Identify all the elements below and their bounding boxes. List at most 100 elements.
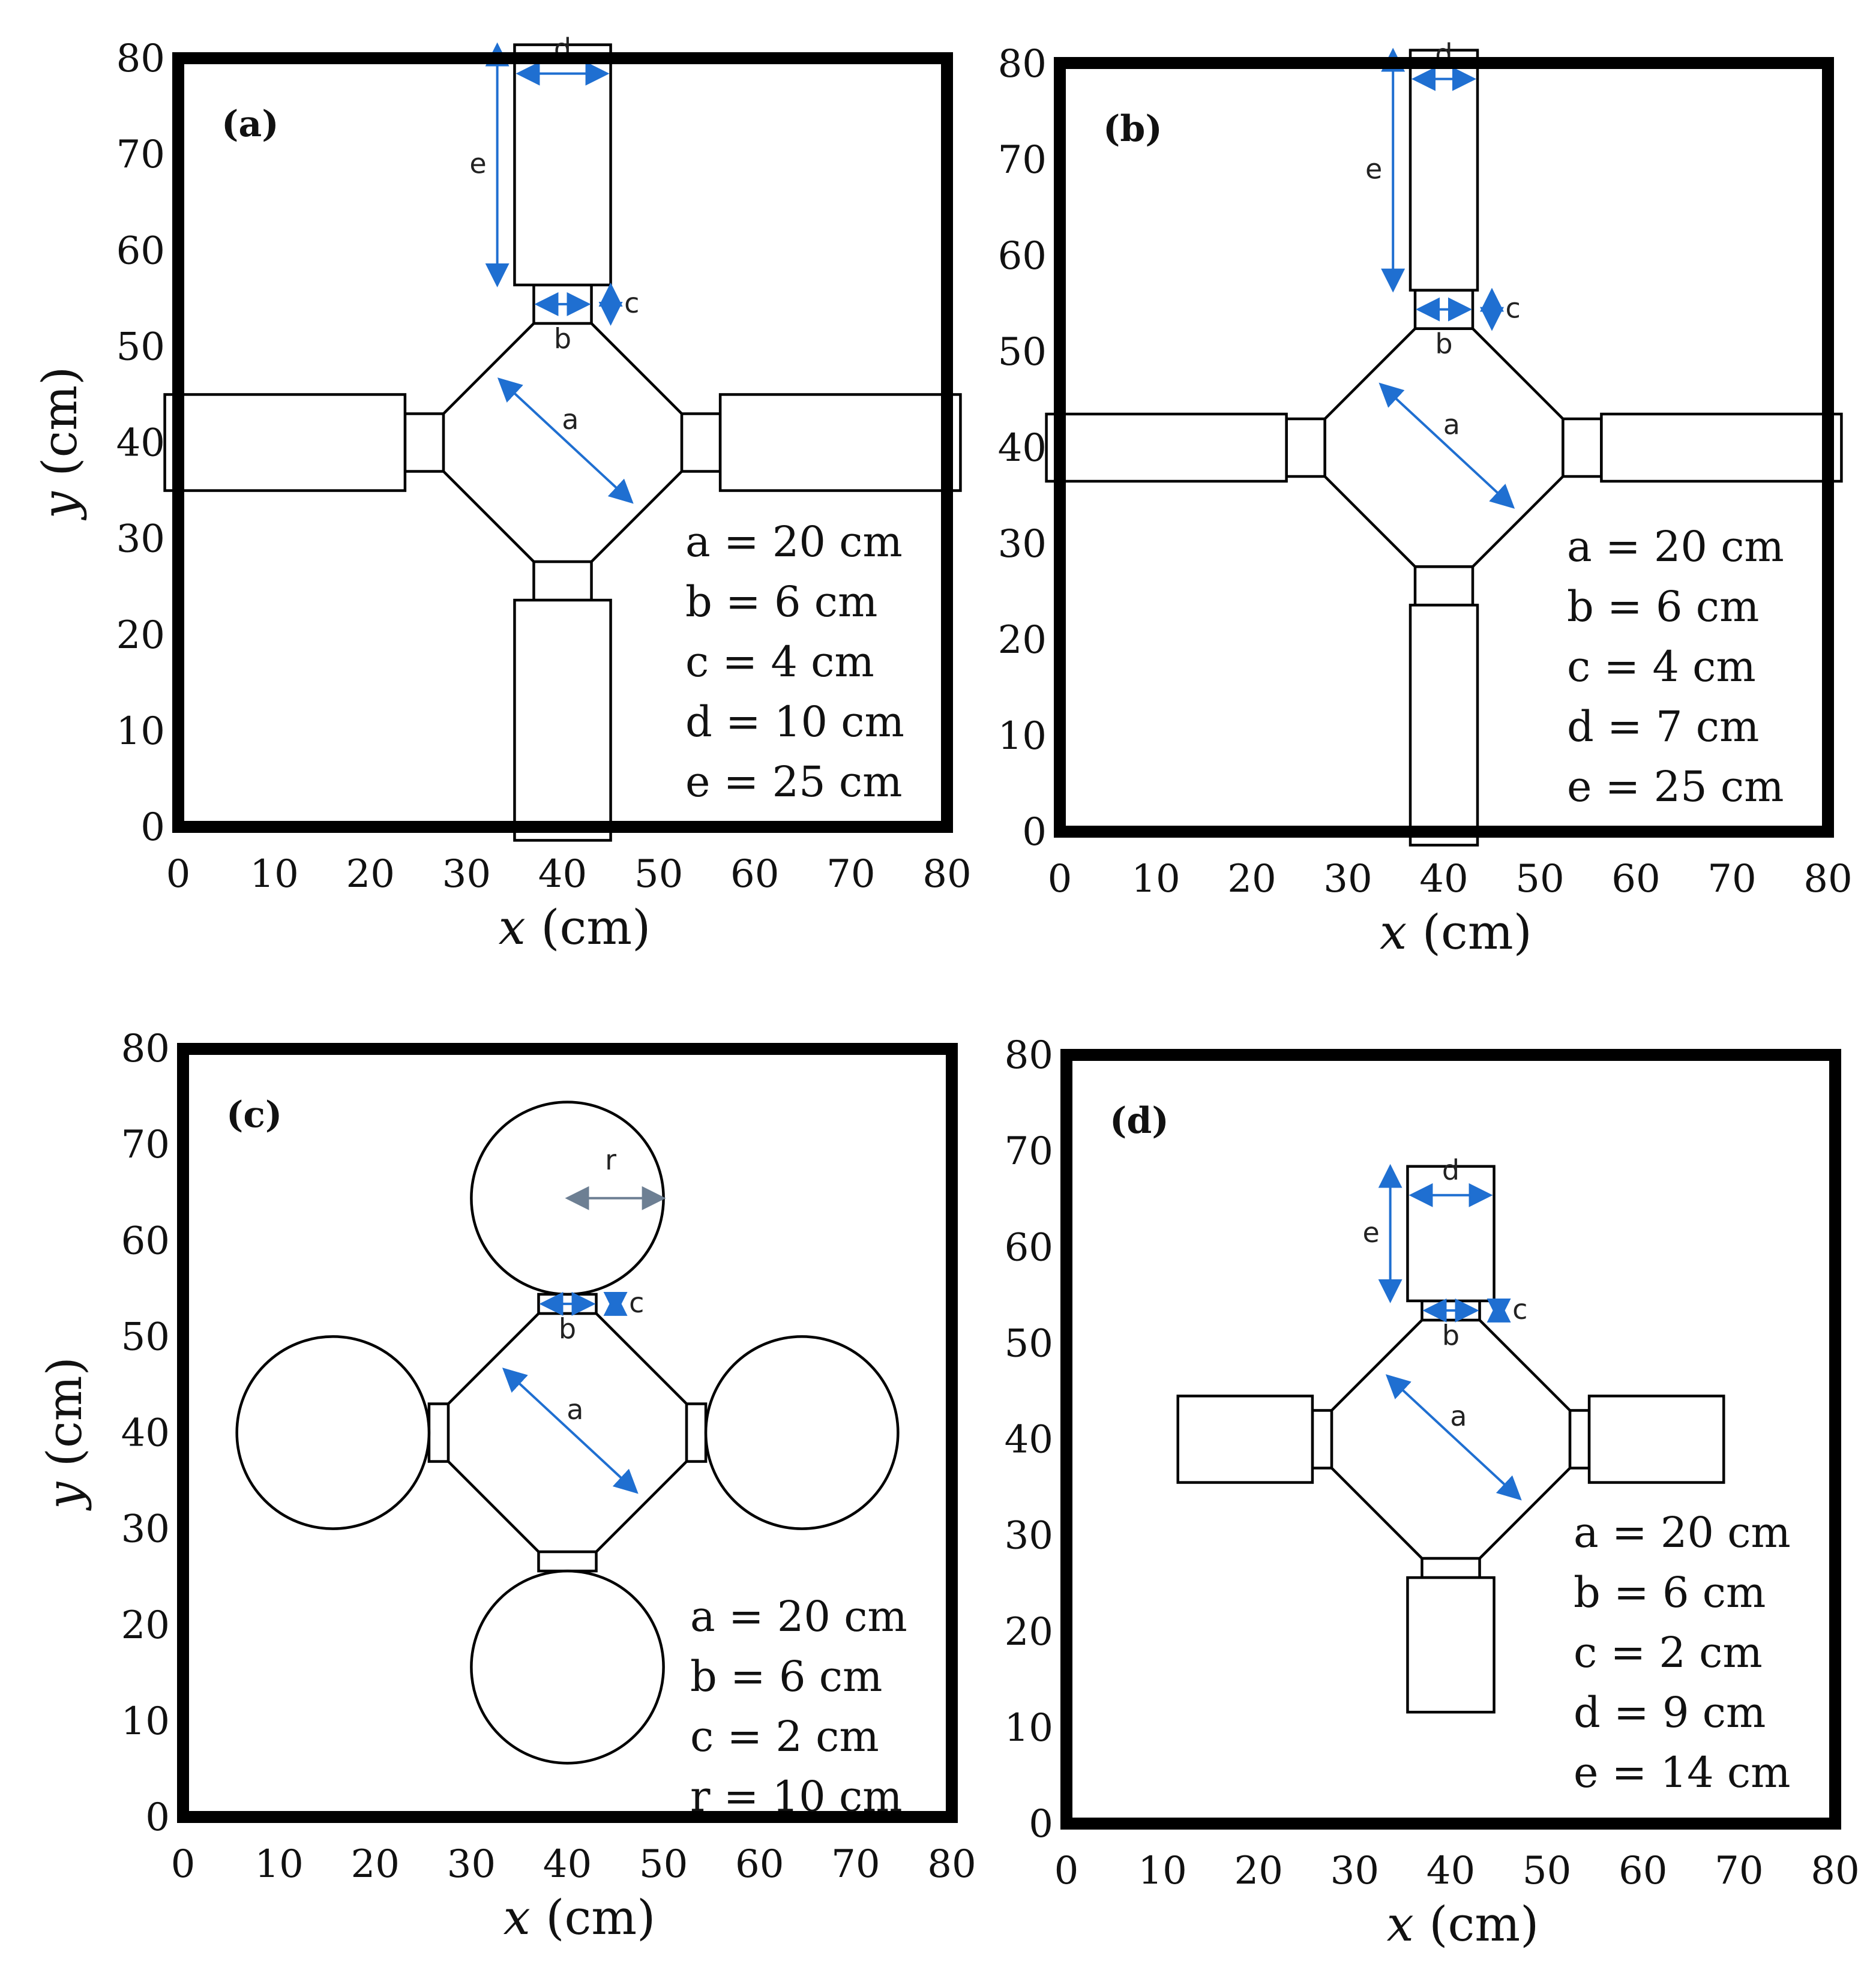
x-tick-label: 10 xyxy=(1138,1849,1186,1893)
parameter-line: r = 10 cm xyxy=(690,1772,903,1821)
y-tick-label: 40 xyxy=(998,426,1047,470)
y-tick-label: 40 xyxy=(1005,1418,1053,1462)
connector-bottom xyxy=(532,560,593,602)
y-tick-label: 80 xyxy=(116,37,165,81)
central-chamber xyxy=(1330,1318,1572,1560)
x-tick-label: 50 xyxy=(634,852,683,896)
y-tick-label: 70 xyxy=(121,1123,170,1167)
y-tick-label: 10 xyxy=(998,714,1047,758)
parameter-line: b = 6 cm xyxy=(1567,582,1759,631)
arm-bottom xyxy=(1409,604,1479,847)
parameter-line: a = 20 cm xyxy=(690,1592,907,1641)
dimension-label-c: c xyxy=(624,287,639,319)
y-tick-label: 60 xyxy=(998,234,1047,278)
x-tick-label: 30 xyxy=(447,1842,496,1887)
connector-right xyxy=(685,1402,708,1463)
x-axis-variable: x xyxy=(1380,904,1407,960)
connector-left xyxy=(1311,1409,1333,1470)
x-tick-label: 70 xyxy=(826,852,875,896)
x-tick-label: 60 xyxy=(730,852,779,896)
dimension-label-e: e xyxy=(1362,1216,1379,1249)
x-tick-label: 0 xyxy=(171,1842,196,1887)
arm-top xyxy=(1406,1165,1496,1303)
parameter-line: c = 2 cm xyxy=(690,1712,879,1761)
y-tick-label: 10 xyxy=(121,1699,170,1744)
x-axis-unit: (cm) xyxy=(1414,1896,1539,1952)
x-tick-label: 60 xyxy=(735,1842,784,1887)
y-tick-label: 30 xyxy=(121,1507,170,1552)
dimension-label-b: b xyxy=(559,1313,576,1345)
parameter-line: c = 4 cm xyxy=(685,637,874,686)
y-tick-label: 40 xyxy=(121,1411,170,1456)
y-axis-label: y (cm) xyxy=(37,1357,92,1511)
x-tick-label: 10 xyxy=(250,852,298,896)
connector-bottom xyxy=(537,1550,598,1573)
x-axis-unit: (cm) xyxy=(531,1890,656,1945)
parameter-line: b = 6 cm xyxy=(690,1652,882,1701)
y-tick-label: 60 xyxy=(1005,1225,1053,1270)
x-tick-label: 40 xyxy=(1427,1849,1475,1893)
y-tick-label: 10 xyxy=(116,709,165,754)
dimension-label-b: b xyxy=(554,323,571,355)
x-tick-label: 0 xyxy=(1048,857,1072,901)
dimension-label-b: b xyxy=(1435,328,1452,360)
x-tick-label: 40 xyxy=(538,852,587,896)
y-tick-label: 50 xyxy=(998,330,1047,374)
panel-frame xyxy=(1060,1049,1841,1830)
y-tick-label: 20 xyxy=(998,618,1047,662)
connector-right xyxy=(1562,417,1603,478)
y-tick-label: 80 xyxy=(121,1027,170,1071)
dimension-arrow xyxy=(1378,382,1515,509)
panel-label: (b) xyxy=(1103,108,1162,150)
y-tick-label: 60 xyxy=(121,1219,170,1263)
y-tick-label: 0 xyxy=(1029,1802,1053,1846)
y-tick-label: 20 xyxy=(121,1603,170,1648)
x-tick-label: 20 xyxy=(346,852,395,896)
x-tick-label: 50 xyxy=(639,1842,688,1887)
dimension-label-a: a xyxy=(1443,409,1460,441)
x-tick-label: 60 xyxy=(1611,857,1660,901)
connector-bottom xyxy=(1421,1557,1481,1579)
x-tick-label: 50 xyxy=(1523,1849,1571,1893)
y-tick-label: 0 xyxy=(145,1795,170,1840)
parameter-line: a = 20 cm xyxy=(1574,1508,1791,1557)
y-tick-label: 50 xyxy=(1005,1321,1053,1366)
connector-left xyxy=(1285,417,1326,478)
arm-top xyxy=(513,43,612,287)
x-tick-label: 30 xyxy=(1323,857,1372,901)
y-tick-label: 10 xyxy=(1005,1706,1053,1750)
parameter-line: b = 6 cm xyxy=(685,577,877,626)
x-axis-label: x (cm) xyxy=(1380,904,1532,960)
x-axis-label: x (cm) xyxy=(1387,1896,1539,1952)
x-tick-label: 60 xyxy=(1619,1849,1667,1893)
parameter-line: b = 6 cm xyxy=(1574,1568,1766,1617)
x-tick-label: 50 xyxy=(1515,857,1564,901)
x-tick-label: 40 xyxy=(543,1842,592,1887)
y-tick-label: 30 xyxy=(998,522,1047,566)
x-tick-label: 0 xyxy=(1054,1849,1079,1893)
panel-frame xyxy=(1054,57,1834,838)
y-tick-label: 0 xyxy=(1022,810,1047,854)
panel-label: (c) xyxy=(226,1094,282,1136)
x-tick-label: 80 xyxy=(922,852,971,896)
arm-right xyxy=(1587,1395,1725,1484)
x-tick-label: 10 xyxy=(254,1842,303,1887)
arm-right xyxy=(704,1335,900,1530)
connector-left xyxy=(403,412,445,473)
dimension-label-d: d xyxy=(1442,1154,1460,1186)
dimension-arrow xyxy=(497,377,634,504)
y-tick-label: 70 xyxy=(998,138,1047,182)
connector-right xyxy=(1568,1409,1591,1470)
dimension-label-a: a xyxy=(562,403,579,436)
arm-top xyxy=(1409,49,1479,292)
dimension-label-a: a xyxy=(567,1393,583,1426)
y-tick-label: 30 xyxy=(116,517,165,562)
x-axis-label: x (cm) xyxy=(504,1890,656,1945)
y-tick-label: 80 xyxy=(1005,1033,1053,1078)
x-axis-variable: x xyxy=(504,1890,531,1945)
y-tick-label: 50 xyxy=(121,1315,170,1359)
y-axis-unit: (cm) xyxy=(37,1357,92,1482)
x-tick-label: 70 xyxy=(1707,857,1756,901)
